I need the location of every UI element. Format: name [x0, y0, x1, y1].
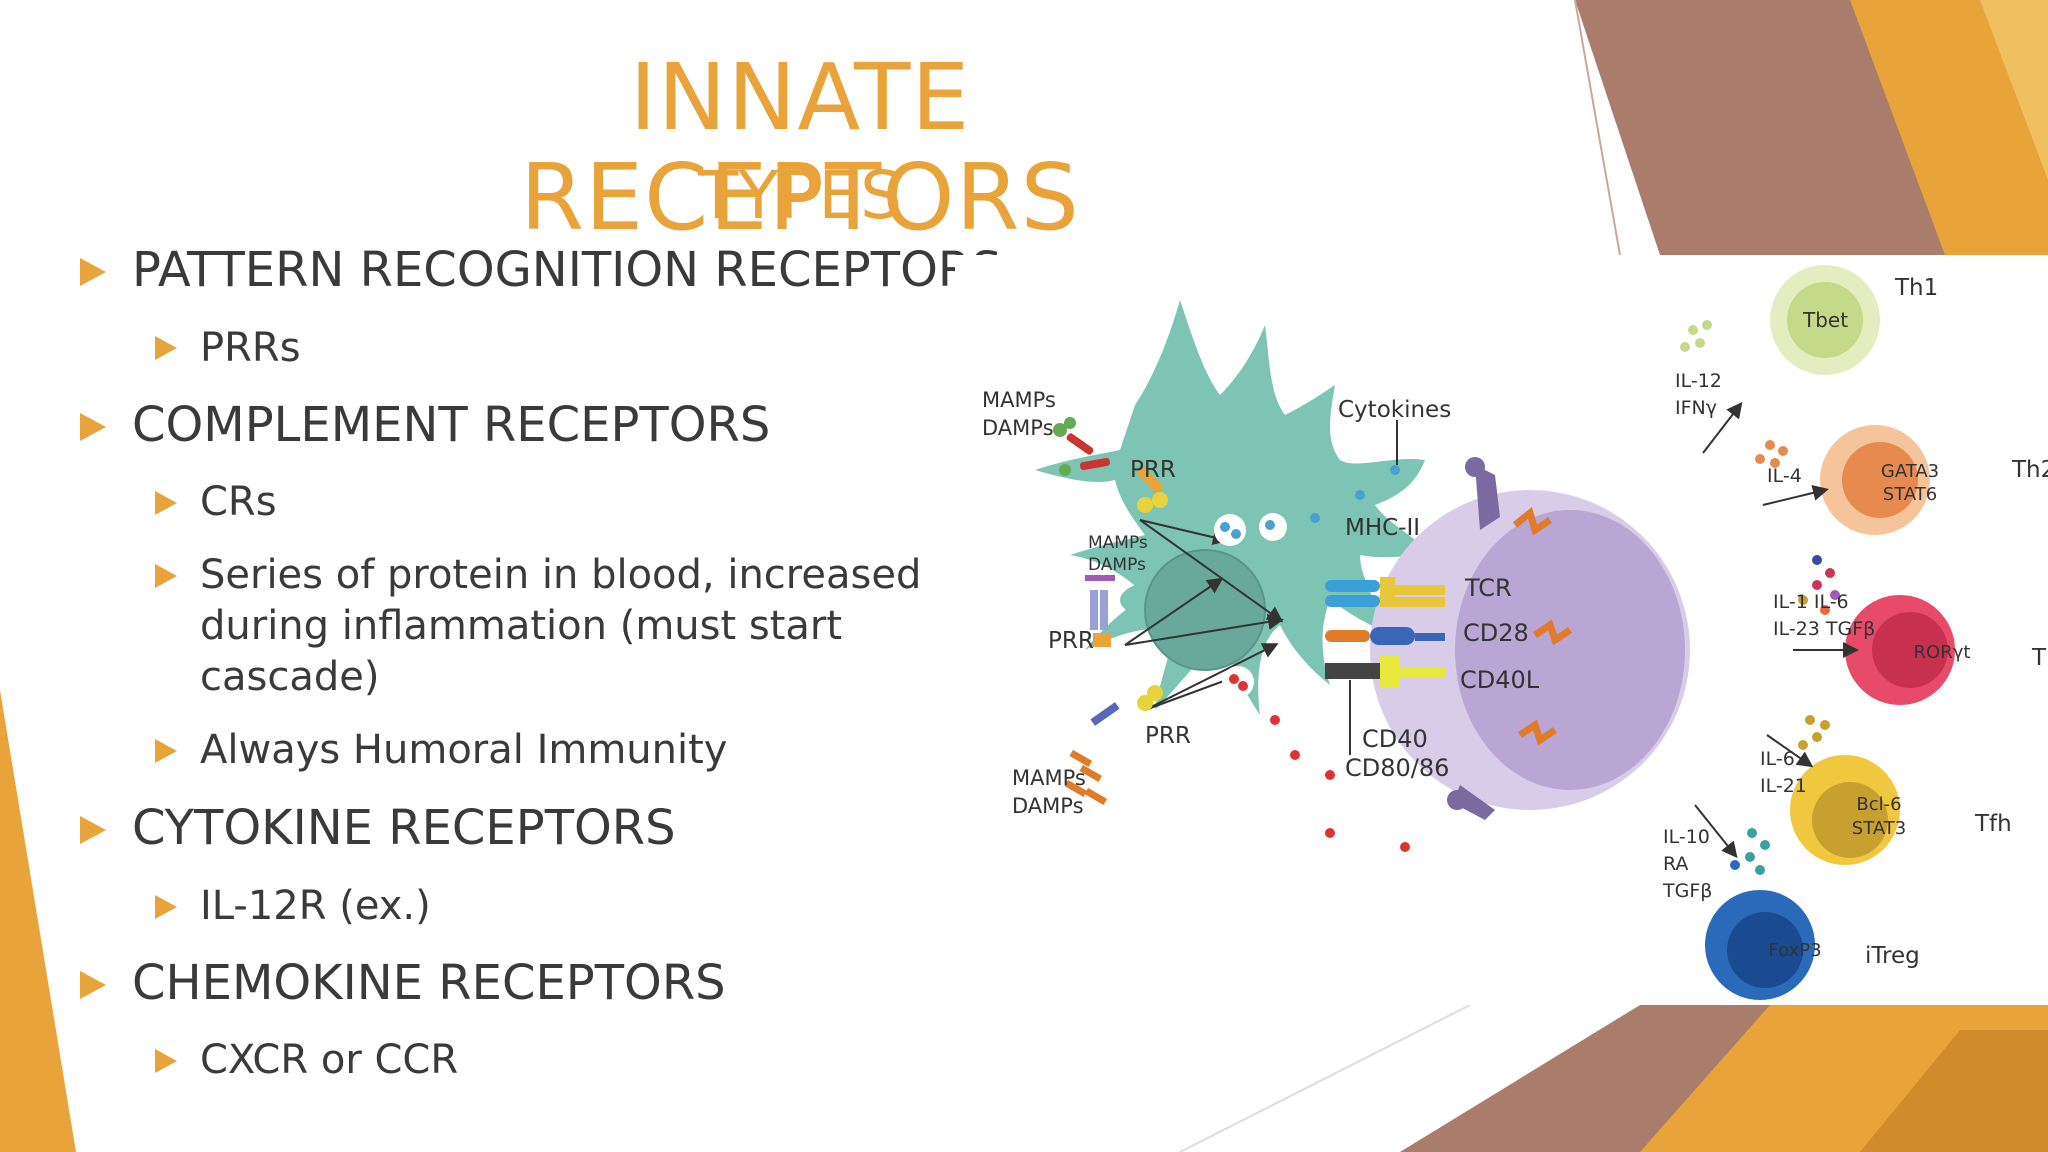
label-stat6: STAT6: [1883, 484, 1937, 505]
label-cd40: CD40: [1362, 725, 1428, 753]
bullet-arrow-icon: [80, 413, 106, 441]
label-roryt: RORγt: [1914, 642, 1971, 663]
sub-bullet-arrow-icon: [155, 1049, 177, 1073]
bullet-item: CHEMOKINE RECEPTORS: [132, 955, 726, 1011]
label-cytokines: Cytokines: [1338, 397, 1451, 423]
label-damps: DAMPs: [1088, 555, 1146, 575]
sub-bullet-arrow-icon: [155, 564, 177, 588]
bullet-arrow-icon: [80, 971, 106, 999]
sub-bullet-item: CXCR or CCR: [200, 1037, 459, 1083]
left-edge-shape: [0, 690, 76, 1152]
sub-bullet-arrow-icon: [155, 336, 177, 360]
label-il-4: IL-4: [1767, 465, 1802, 487]
bottom-right-corner-shapes: [1179, 1004, 2048, 1152]
label-il-12: IL-12: [1675, 370, 1722, 392]
label-tfh: Tfh: [1974, 811, 2012, 837]
mamps-damps-particles: [1053, 417, 1287, 805]
polarizing-cytokine-dots: [1680, 320, 1840, 875]
sub-bullet-item-continued: during inflammation (must start: [200, 603, 843, 649]
label-foxp3: FoxP3: [1768, 940, 1821, 961]
label-damps: DAMPs: [1012, 794, 1084, 818]
label-il-6: IL-6: [1760, 748, 1795, 770]
label-il-21: IL-21: [1760, 775, 1807, 797]
label-th17: Th17: [2031, 645, 2048, 671]
sub-bullet-item-continued: cascade): [200, 654, 380, 700]
label-ra: RA: [1663, 853, 1688, 875]
label-mhc-ii: MHC-II: [1345, 515, 1420, 541]
label-stat3: STAT3: [1852, 818, 1906, 839]
label-cd28: CD28: [1463, 619, 1529, 647]
sub-bullet-item: IL-12R (ex.): [200, 883, 431, 929]
bullet-arrow-icon: [80, 816, 106, 844]
sub-bullet-item: CRs: [200, 479, 277, 525]
label-bcl-6: Bcl-6: [1856, 794, 1901, 815]
sub-bullet-arrow-icon: [155, 895, 177, 919]
receptor-pairs: [1325, 577, 1445, 755]
bullet-item: PATTERN RECOGNITION RECEPTORS: [132, 242, 1002, 298]
label-il-23-tgfb: IL-23 TGFβ: [1773, 618, 1875, 640]
sub-bullet-item: PRRs: [200, 325, 301, 371]
cytokine-dots: [1270, 420, 1410, 852]
bullet-arrow-icon: [80, 258, 106, 286]
sub-bullet-arrow-icon: [155, 491, 177, 515]
label-tbet: Tbet: [1802, 308, 1848, 332]
label-mamps: MAMPs: [1012, 766, 1086, 790]
label-ifng: IFNγ: [1675, 397, 1717, 419]
label-th2: Th2: [2011, 457, 2048, 483]
label-gata3: GATA3: [1881, 461, 1939, 482]
figure-labels: MAMPs DAMPs PRR MAMPs DAMPs PRR PRR MAMP…: [982, 275, 2048, 969]
label-il-10: IL-10: [1663, 826, 1710, 848]
label-cd80-86: CD80/86: [1345, 754, 1449, 782]
label-tcr: TCR: [1464, 574, 1512, 602]
differentiation-arrows: [1694, 401, 1859, 859]
label-tgfb: TGFβ: [1662, 880, 1712, 902]
sub-bullet-arrow-icon: [155, 739, 177, 763]
nucleus: [1144, 549, 1266, 671]
label-il-1-il-6: IL-1 IL-6: [1773, 591, 1849, 613]
label-mamps: MAMPs: [982, 388, 1056, 412]
th-cell-subsets: [1705, 265, 1955, 1000]
t-cell: [1370, 457, 1690, 820]
dendritic-cell: [1035, 300, 1435, 715]
immune-signaling-figure: MAMPs DAMPs PRR MAMPs DAMPs PRR PRR MAMP…: [955, 255, 2048, 1005]
label-th1: Th1: [1894, 275, 1938, 301]
label-damps: DAMPs: [982, 416, 1054, 440]
bullet-item: CYTOKINE RECEPTORS: [132, 800, 676, 856]
label-prr: PRR: [1048, 628, 1094, 654]
label-prr: PRR: [1130, 457, 1176, 483]
bullet-item: COMPLEMENT RECEPTORS: [132, 397, 771, 453]
label-itreg: iTreg: [1865, 943, 1920, 969]
sub-bullet-item: Always Humoral Immunity: [200, 727, 728, 773]
slide-title: INNATE RECEPTORS: [520, 44, 1080, 251]
label-mamps: MAMPs: [1088, 533, 1148, 553]
label-cd40l: CD40L: [1460, 666, 1540, 694]
label-prr: PRR: [1145, 723, 1191, 749]
sub-bullet-item: Series of protein in blood, increased: [200, 552, 922, 598]
slide-subtitle: TYPES: [697, 157, 903, 234]
top-right-corner-shapes: [1574, 0, 2048, 256]
